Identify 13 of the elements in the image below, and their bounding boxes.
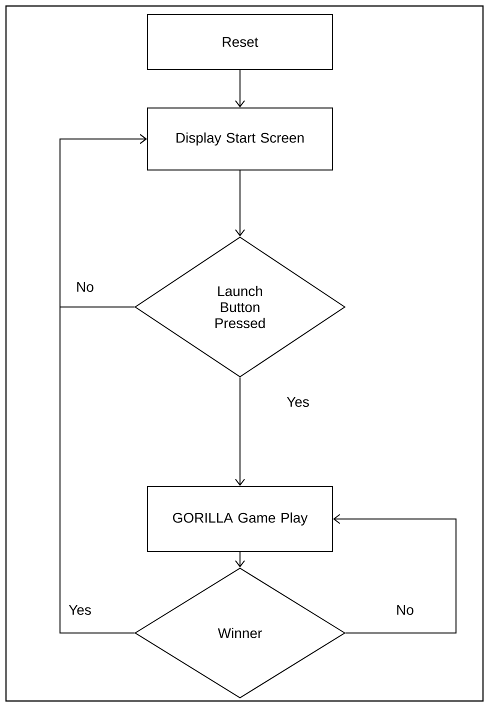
arrow — [235, 170, 245, 236]
edge-label: Yes — [286, 396, 310, 408]
arrow — [235, 377, 245, 486]
edge-label: No — [75, 281, 95, 293]
edge-label: Yes — [68, 604, 92, 616]
arrow — [235, 552, 245, 568]
process-box: Display Start Screen — [147, 108, 333, 170]
arrow — [235, 70, 245, 108]
edge-label: No — [395, 604, 415, 616]
process-box: Reset — [147, 14, 333, 70]
process-box: GORILLA Game Play — [147, 486, 333, 552]
arrow — [333, 514, 456, 634]
arrow — [60, 134, 147, 634]
